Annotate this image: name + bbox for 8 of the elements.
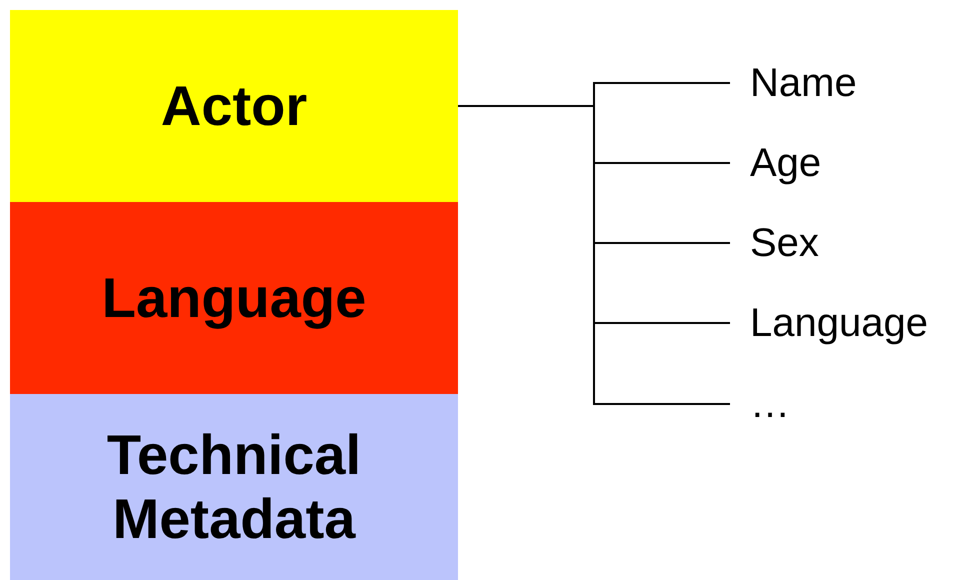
attribute-label: Name <box>730 58 964 108</box>
category-block: Actor <box>10 10 458 202</box>
attribute-label: Sex <box>730 218 964 268</box>
category-block: Language <box>10 202 458 394</box>
attribute-label: Language <box>730 298 964 348</box>
attribute-label: Age <box>730 138 964 188</box>
category-block: Technical Metadata <box>10 394 458 580</box>
attribute-label: … <box>730 379 964 429</box>
